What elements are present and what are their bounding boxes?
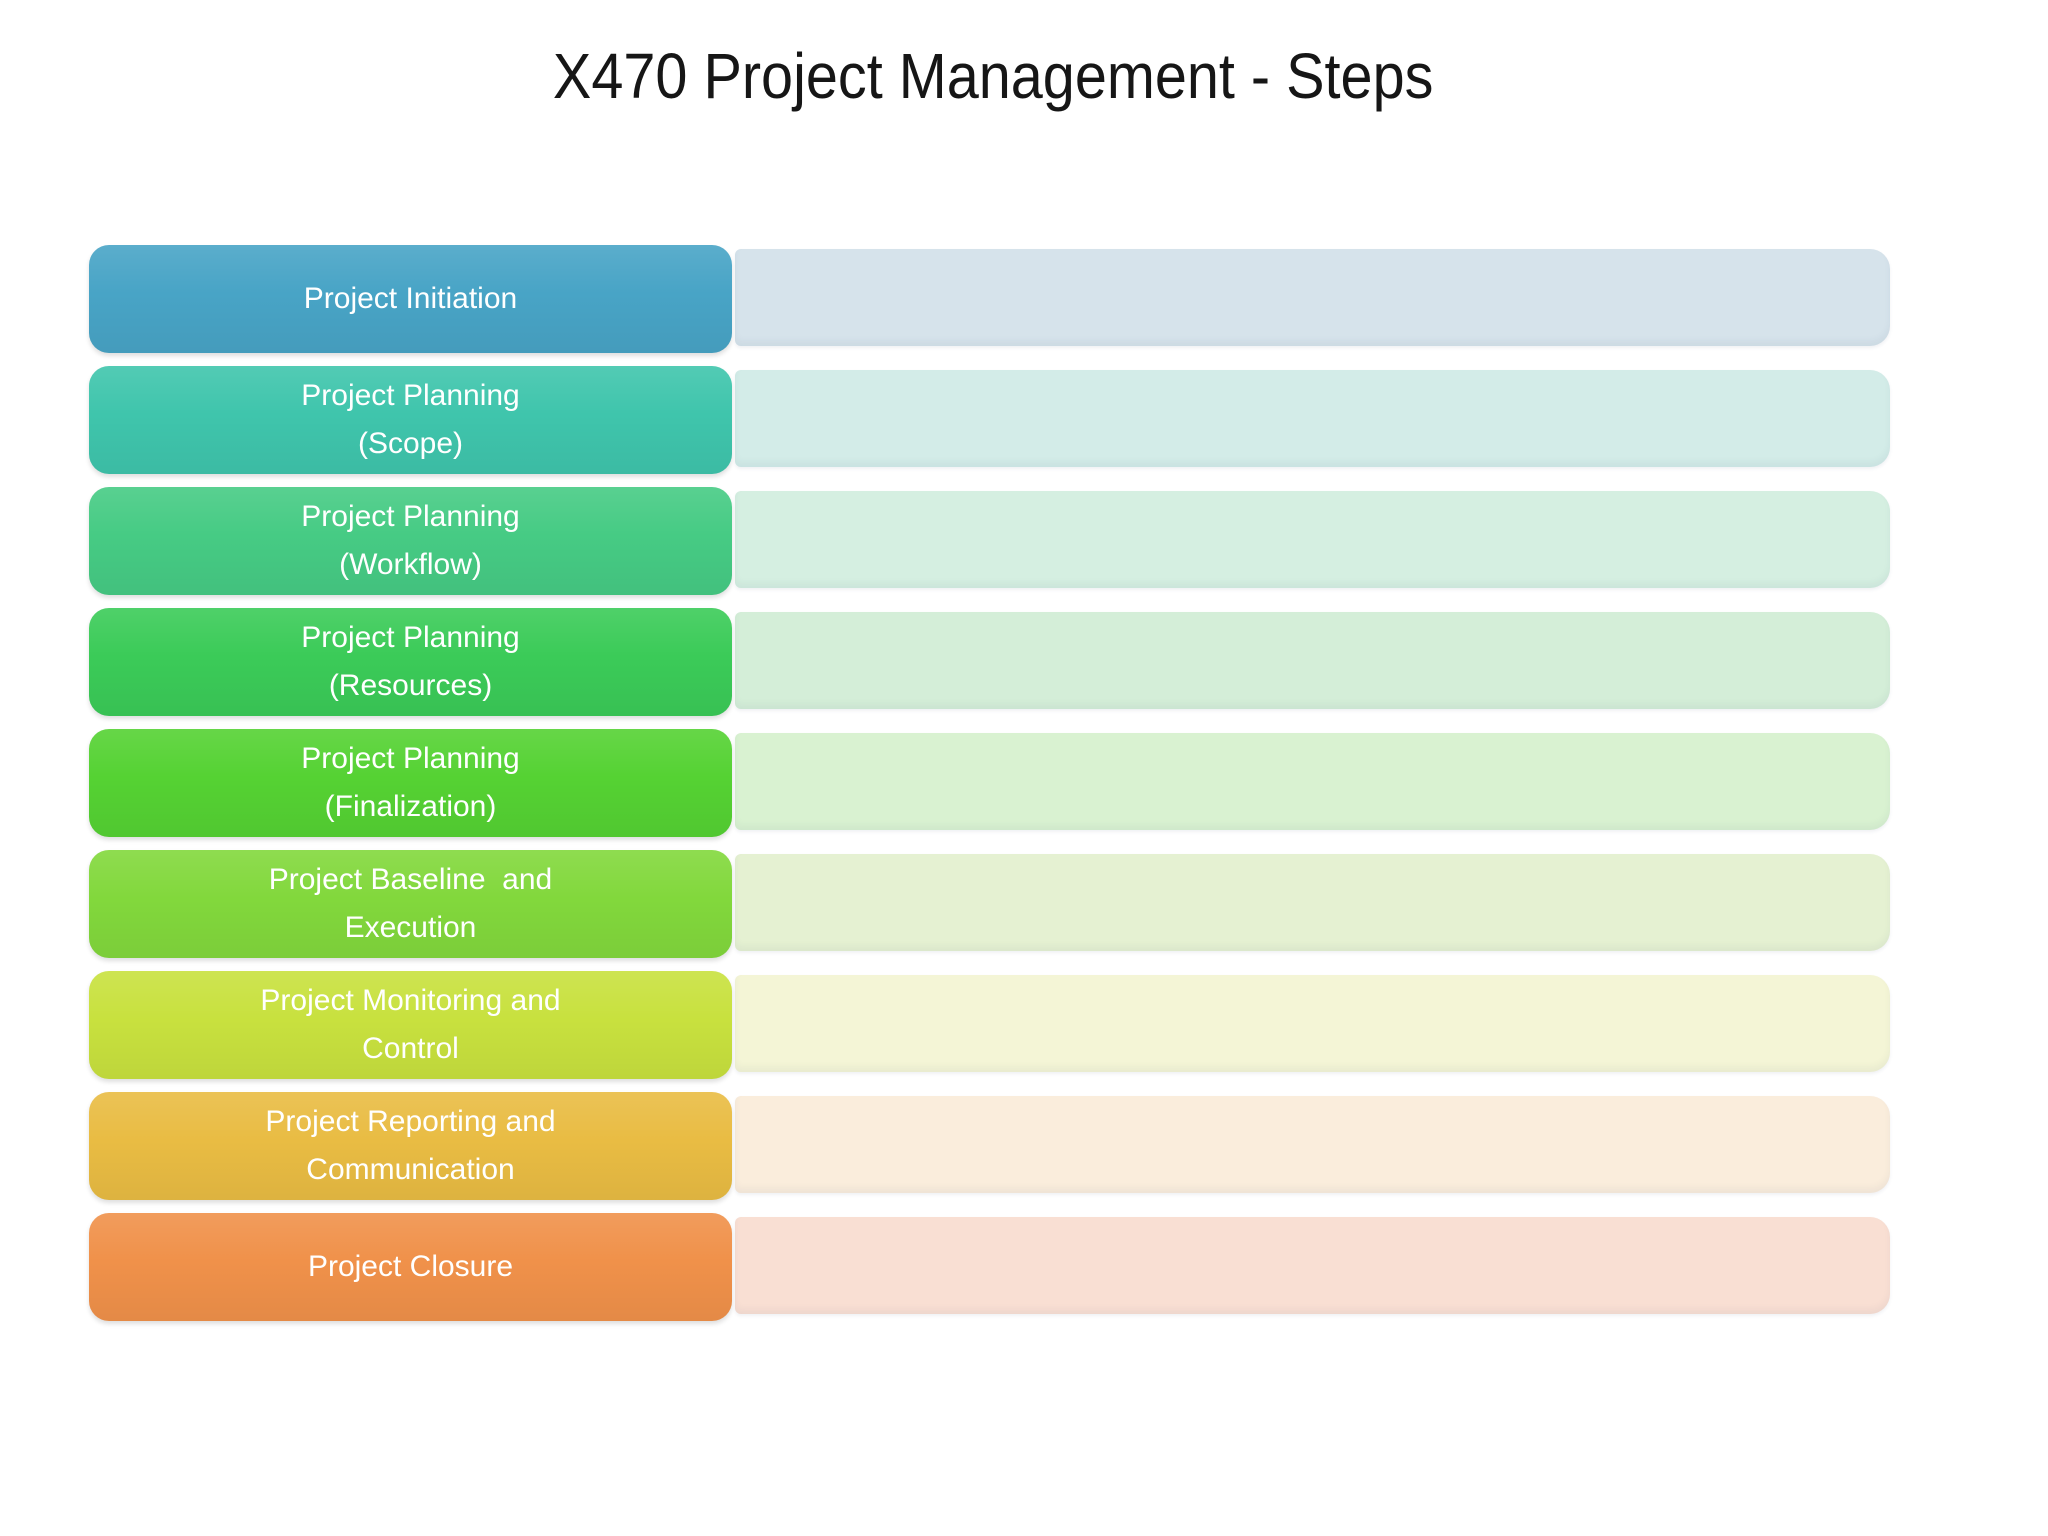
step-row-3: Project Planning (Workflow)	[89, 487, 1890, 595]
step-track	[735, 491, 1890, 588]
step-label: Project Monitoring and Control	[260, 984, 561, 1065]
step-row-8: Project Reporting and Communication	[89, 1092, 1890, 1200]
step-box: Project Initiation	[89, 245, 732, 353]
step-row-7: Project Monitoring and Control	[89, 971, 1890, 1079]
step-label: Project Closure	[307, 1250, 514, 1283]
step-box: Project Planning (Finalization)	[89, 729, 732, 837]
step-box: Project Planning (Scope)	[89, 366, 732, 474]
step-track	[735, 733, 1890, 830]
step-row-6: Project Baseline and Execution	[89, 850, 1890, 958]
step-row-4: Project Planning (Resources)	[89, 608, 1890, 716]
step-track	[735, 370, 1890, 467]
step-box: Project Baseline and Execution	[89, 850, 732, 958]
slide-title: X470 Project Management - Steps	[0, 42, 2017, 110]
step-row-2: Project Planning (Scope)	[89, 366, 1890, 474]
step-row-5: Project Planning (Finalization)	[89, 729, 1890, 837]
step-box: Project Monitoring and Control	[89, 971, 732, 1079]
step-label: Project Initiation	[303, 282, 518, 315]
step-label: Project Planning (Finalization)	[301, 742, 520, 823]
step-label: Project Planning (Resources)	[301, 621, 520, 702]
step-label: Project Baseline and Execution	[268, 863, 553, 944]
steps-diagram: Project Initiation Project Planning (Sco…	[89, 245, 1890, 1334]
step-track	[735, 249, 1890, 346]
step-box: Project Planning (Workflow)	[89, 487, 732, 595]
step-track	[735, 612, 1890, 709]
slide-title-text: X470 Project Management - Steps	[552, 40, 1434, 112]
step-track	[735, 1217, 1890, 1314]
step-row-1: Project Initiation	[89, 245, 1890, 353]
step-label: Project Planning (Scope)	[301, 379, 520, 460]
step-label: Project Reporting and Communication	[265, 1105, 556, 1186]
step-row-9: Project Closure	[89, 1213, 1890, 1321]
step-track	[735, 975, 1890, 1072]
step-box: Project Reporting and Communication	[89, 1092, 732, 1200]
step-label: Project Planning (Workflow)	[301, 500, 520, 581]
step-track	[735, 1096, 1890, 1193]
step-box: Project Closure	[89, 1213, 732, 1321]
step-box: Project Planning (Resources)	[89, 608, 732, 716]
step-track	[735, 854, 1890, 951]
